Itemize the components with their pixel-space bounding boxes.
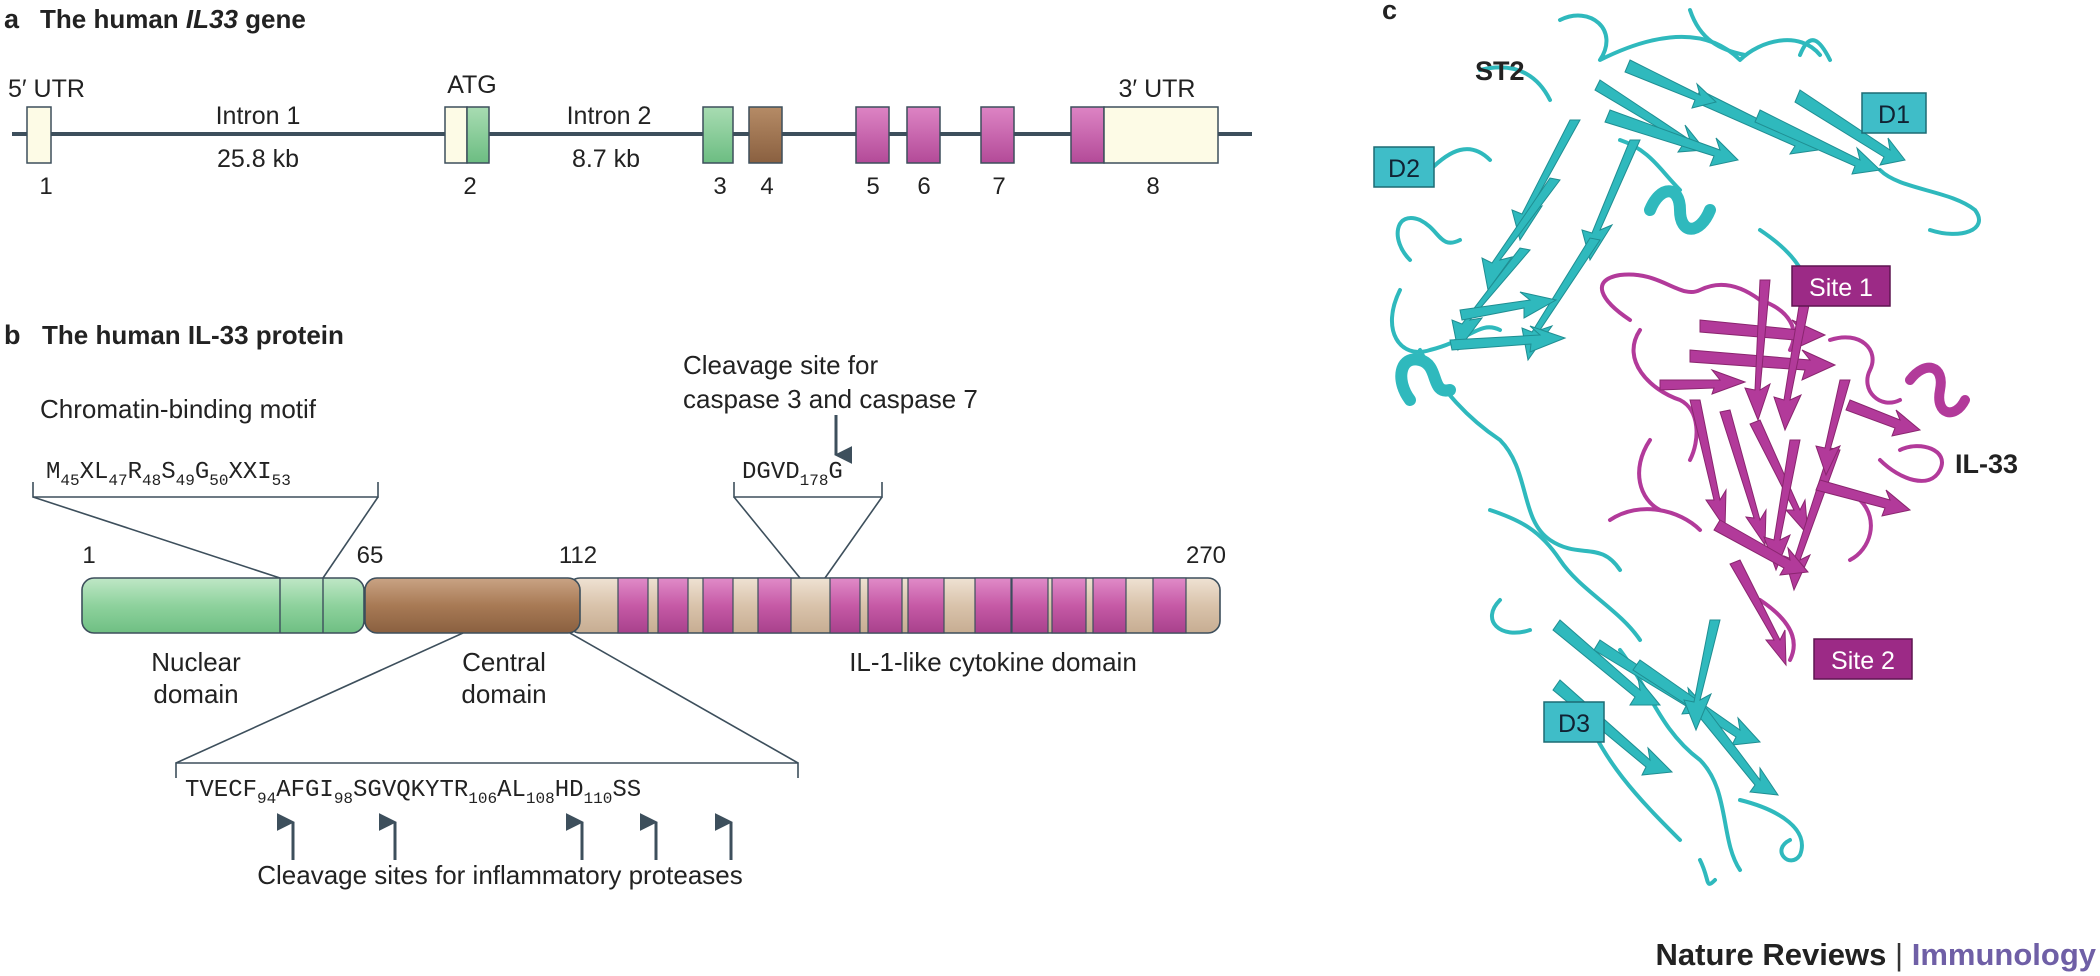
d3-label: D3 [1558, 710, 1590, 738]
position-1: 1 [82, 542, 95, 569]
nuclear-domain [81, 577, 365, 634]
d2-box [1373, 146, 1435, 188]
st2-label: ST2 [1475, 56, 1525, 86]
d1-box [1861, 92, 1927, 134]
exon-number: 4 [760, 173, 773, 200]
exon-2-utr [444, 106, 468, 164]
beta-strand-stripe [1152, 577, 1187, 634]
central-domain [364, 577, 581, 634]
site1-box [1791, 265, 1891, 307]
panel-b-letter: b [4, 320, 21, 350]
central-sequence: TVECF94AFGI98SGVQKYTR106AL108HD110SS [185, 777, 641, 808]
exon-number: 3 [713, 173, 726, 200]
exon-3 [702, 106, 734, 164]
exon-5 [855, 106, 890, 164]
journal-prefix: Nature Reviews [1655, 937, 1887, 972]
exon-2-coding [466, 106, 490, 164]
exon-7 [980, 106, 1015, 164]
beta-strand-stripe [757, 577, 792, 634]
beta-strand-stripe [1092, 577, 1127, 634]
beta-strand-stripe [867, 577, 903, 634]
atg-label: ATG [447, 71, 497, 99]
il33-beta-strands [1659, 279, 1922, 667]
panel-a-title: The human IL33 gene [40, 4, 306, 34]
caspase-label-line1: Cleavage site for [683, 350, 878, 380]
motif-bracket [32, 482, 379, 498]
beta-strand-stripe [702, 577, 734, 634]
beta-strand-stripe [657, 577, 689, 634]
exon-8-utr [1103, 106, 1219, 164]
caspase-bracket [733, 482, 883, 498]
intron1-label: Intron 1 [216, 102, 301, 130]
exon-number: 6 [917, 173, 930, 200]
position-112: 112 [559, 542, 597, 569]
exon-8-coding [1070, 106, 1105, 164]
beta-strand-stripe [617, 577, 649, 634]
journal-branding: Nature Reviews | Immunology [1656, 937, 2096, 973]
position-270: 270 [1186, 542, 1226, 569]
central-pointer-left [175, 632, 464, 764]
panel-a-letter: a [4, 4, 20, 34]
caspase-pointer-right [824, 496, 883, 579]
site2-box [1813, 638, 1913, 680]
beta-strand-stripe [1011, 577, 1049, 634]
d1-label: D1 [1878, 101, 1910, 129]
cytokine-domain-label: IL-1-like cytokine domain [849, 647, 1137, 677]
motif-pointer-left [32, 496, 281, 579]
panel-c-letter: c [1382, 0, 1397, 25]
exon-4 [748, 106, 783, 164]
panel-b-title: The human IL-33 protein [42, 320, 344, 350]
st2-beta-strands [1449, 59, 1906, 796]
chromatin-motif-sequence: M45XL47R48S49G50XXI53 [46, 459, 291, 490]
panel-a: a The human IL33 gene 5′ UTR Intron 1 25… [4, 4, 1252, 200]
panel-b: b The human IL-33 protein Chromatin-bind… [4, 320, 1226, 890]
exon-number: 7 [992, 173, 1005, 200]
il33-structure [1599, 272, 1970, 662]
branding-separator: | [1895, 937, 1904, 972]
utr3-label: 3′ UTR [1119, 75, 1196, 103]
d3-box [1543, 701, 1605, 743]
motif-pointer-right [322, 496, 379, 579]
central-domain-label: domain [461, 679, 546, 709]
chromatin-motif-label: Chromatin-binding motif [40, 394, 317, 424]
central-bracket [175, 762, 799, 778]
protease-label: Cleavage sites for inflammatory protease… [257, 860, 743, 890]
d2-label: D2 [1388, 155, 1420, 183]
beta-strand-stripe [1051, 577, 1087, 634]
protein-bar [81, 577, 1221, 634]
utr5-label: 5′ UTR [8, 75, 85, 103]
intron2-label: Intron 2 [567, 102, 652, 130]
beta-strand-stripe [907, 577, 945, 634]
exon-number: 2 [463, 173, 476, 200]
exon-1 [26, 106, 52, 164]
nuclear-domain-label: Nuclear [151, 647, 241, 677]
il33-label: IL-33 [1955, 449, 2018, 479]
position-65: 65 [357, 542, 384, 569]
caspase-pointer-left [733, 496, 801, 579]
beta-strand-stripe [829, 577, 861, 634]
exon-number: 8 [1146, 173, 1159, 200]
exon-number: 1 [39, 173, 52, 200]
panel-c: c [1373, 0, 2018, 886]
exon-6 [906, 106, 941, 164]
central-domain-label: Central [462, 647, 546, 677]
beta-strand-stripe [974, 577, 1012, 634]
nuclear-domain-label: domain [153, 679, 238, 709]
site1-label: Site 1 [1809, 274, 1873, 302]
intron2-size: 8.7 kb [572, 145, 640, 173]
journal-name: Immunology [1911, 937, 2096, 972]
exon-number: 5 [866, 173, 879, 200]
site2-label: Site 2 [1831, 647, 1895, 675]
caspase-sequence: DGVD178G [742, 459, 843, 490]
caspase-label-line2: caspase 3 and caspase 7 [683, 384, 978, 414]
central-pointer-right [569, 632, 799, 764]
intron1-size: 25.8 kb [217, 145, 299, 173]
